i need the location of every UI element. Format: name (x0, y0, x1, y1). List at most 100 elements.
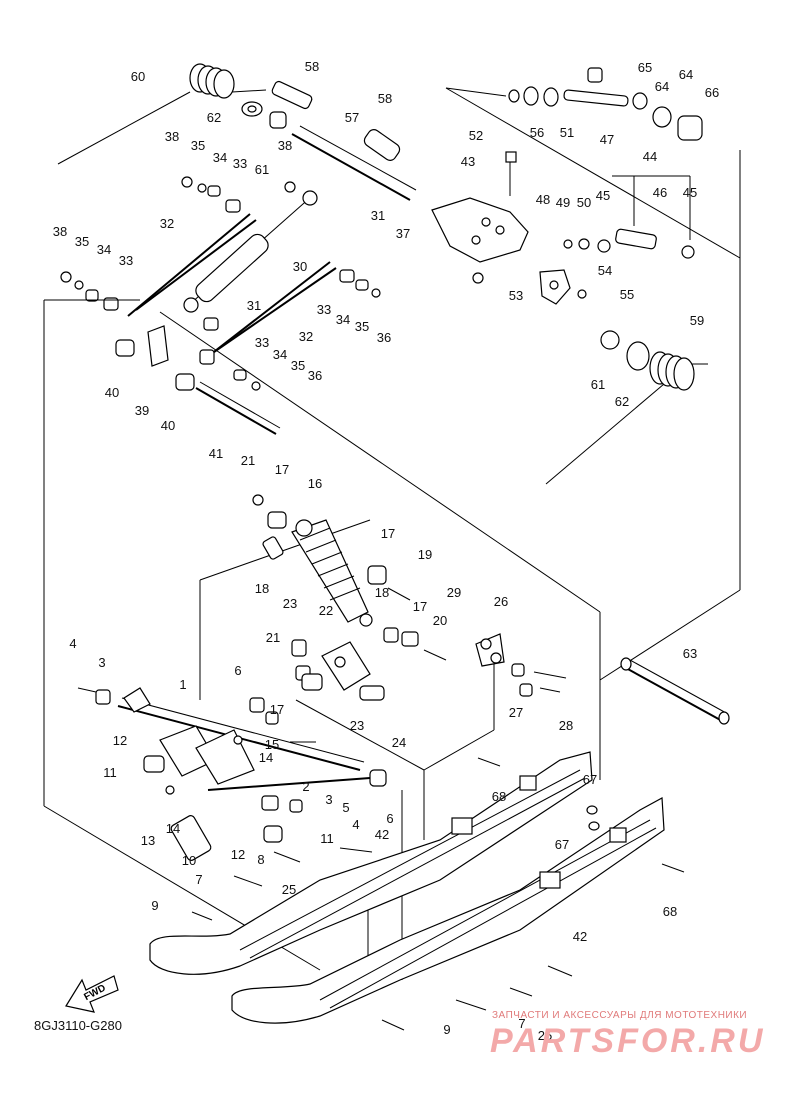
slide-rail-upper (149, 751, 593, 975)
callout-c33a: 33 (233, 156, 247, 171)
callout-c68a: 68 (492, 789, 506, 804)
diagram-reference-code: 8GJ3110-G280 (34, 1018, 122, 1033)
callout-c17b: 17 (381, 526, 395, 541)
torsion-spring-left (57, 63, 267, 165)
reference-lines (43, 87, 741, 980)
callout-c52: 52 (469, 128, 483, 143)
callout-c67a: 67 (583, 772, 597, 787)
callout-c55: 55 (620, 287, 634, 302)
rail-bolts (191, 757, 685, 1031)
rear-shock-16 (252, 494, 447, 661)
callout-c33b: 33 (119, 253, 133, 268)
callout-c18b: 18 (375, 585, 389, 600)
slide-rail-lower (231, 797, 665, 1024)
callout-c50: 50 (577, 195, 591, 210)
watermark-brand: PARTSFOR.RU (490, 1022, 766, 1060)
shaft-cap-58 (271, 80, 401, 161)
callout-c11a: 11 (103, 765, 117, 780)
callout-c22: 22 (319, 603, 333, 618)
pivot-bracket-43 (431, 151, 529, 263)
callout-c7a: 7 (195, 872, 202, 887)
callout-c10: 10 (182, 853, 196, 868)
callout-c21a: 21 (241, 453, 255, 468)
callout-c11b: 11 (320, 831, 334, 846)
link-rods-32 (127, 213, 337, 359)
callout-c7b: 7 (518, 1016, 525, 1031)
callout-c17c: 17 (413, 599, 427, 614)
callout-c45a: 45 (596, 188, 610, 203)
callout-c6a: 6 (234, 663, 241, 678)
shock-30 (183, 190, 318, 313)
callout-c53: 53 (509, 288, 523, 303)
callout-c28: 28 (559, 718, 573, 733)
callout-c34c: 34 (336, 312, 350, 327)
callout-c23a: 23 (283, 596, 297, 611)
callout-c56: 56 (530, 125, 544, 140)
callout-c58b: 58 (378, 91, 392, 106)
callout-c46: 46 (653, 185, 667, 200)
callout-c64a: 64 (655, 79, 669, 94)
callout-c21b: 21 (266, 630, 280, 645)
callout-c62a: 62 (207, 110, 221, 125)
callout-c25a: 25 (282, 882, 296, 897)
callout-c14b: 14 (166, 821, 180, 836)
torsion-spring-right (545, 330, 708, 485)
callout-c8: 8 (257, 852, 264, 867)
callout-c59: 59 (690, 313, 704, 328)
fwd-arrow-icon: FWD (65, 975, 119, 1013)
callout-c17a: 17 (275, 462, 289, 477)
callout-c4a: 4 (69, 636, 76, 651)
callout-c34d: 34 (273, 347, 287, 362)
pivot-shaft-57 (291, 125, 417, 201)
callout-c65: 65 (638, 60, 652, 75)
callout-c14a: 14 (259, 750, 273, 765)
callout-c67b: 67 (555, 837, 569, 852)
callout-c15: 15 (265, 737, 279, 752)
callout-c5: 5 (342, 800, 349, 815)
callout-c34a: 34 (213, 150, 227, 165)
callout-c43: 43 (461, 154, 475, 169)
callout-c58a: 58 (305, 59, 319, 74)
callout-c12b: 12 (231, 847, 245, 862)
callout-c63: 63 (683, 646, 697, 661)
callout-c3b: 3 (325, 792, 332, 807)
callout-c12a: 12 (113, 733, 127, 748)
adjuster-44 (563, 175, 695, 259)
callout-c44: 44 (643, 149, 657, 164)
callout-c9b: 9 (443, 1022, 450, 1037)
bushings-upper-left (60, 176, 296, 311)
callout-c19: 19 (418, 547, 432, 562)
callout-c41: 41 (209, 446, 223, 461)
callout-c61b: 61 (591, 377, 605, 392)
callout-c35d: 35 (291, 358, 305, 373)
callout-c31b: 31 (247, 298, 261, 313)
callout-c30: 30 (293, 259, 307, 274)
callout-c66: 66 (705, 85, 719, 100)
callout-c39: 39 (135, 403, 149, 418)
callout-c60: 60 (131, 69, 145, 84)
callout-c45b: 45 (683, 185, 697, 200)
callout-c42b: 42 (573, 929, 587, 944)
rocker-22 (291, 633, 567, 701)
callout-c35a: 35 (191, 138, 205, 153)
callout-c61a: 61 (255, 162, 269, 177)
callout-c37: 37 (396, 226, 410, 241)
callout-c34b: 34 (97, 242, 111, 257)
callout-c20: 20 (433, 613, 447, 628)
callout-c29: 29 (447, 585, 461, 600)
cross-shaft-47 (508, 67, 703, 141)
callout-c40a: 40 (105, 385, 119, 400)
callout-c1: 1 (179, 677, 186, 692)
callout-c68b: 68 (663, 904, 677, 919)
callout-c9a: 9 (151, 898, 158, 913)
callout-c51: 51 (560, 125, 574, 140)
callout-c35b: 35 (75, 234, 89, 249)
callout-c31a: 31 (371, 208, 385, 223)
front-arm-1 (77, 687, 387, 861)
callout-c32b: 32 (299, 329, 313, 344)
callout-c13: 13 (141, 833, 155, 848)
callout-c6b: 6 (386, 811, 393, 826)
callout-c36a: 36 (377, 330, 391, 345)
